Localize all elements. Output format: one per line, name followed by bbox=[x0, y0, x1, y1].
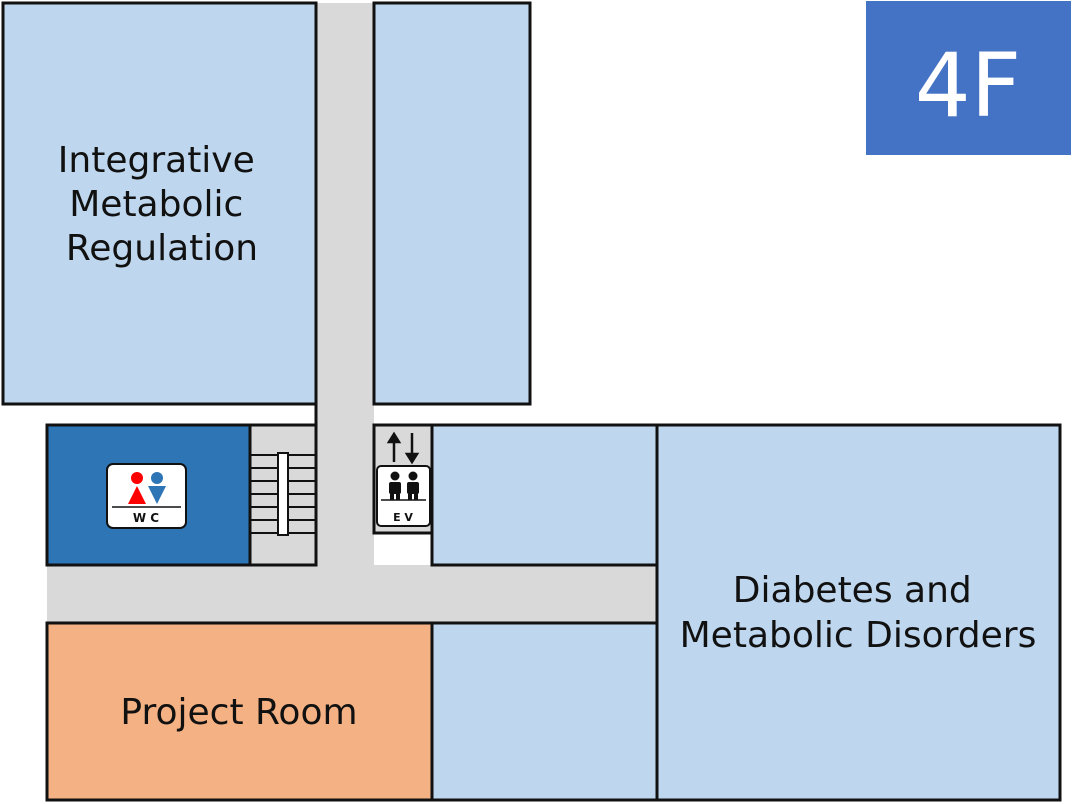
down-arrow-icon bbox=[404, 433, 420, 465]
project-room-label: Project Room bbox=[120, 692, 357, 733]
up-arrow-icon bbox=[386, 431, 402, 462]
elevator-label: E V bbox=[393, 511, 413, 524]
stairs-icon[interactable] bbox=[248, 423, 318, 567]
elevator-sign-icon: E V bbox=[376, 465, 431, 527]
wc-label: W C bbox=[133, 511, 159, 525]
corridor-horizontal bbox=[47, 565, 657, 623]
corridor-vertical bbox=[316, 3, 374, 623]
floor-badge: 4F bbox=[866, 1, 1071, 155]
diabetes-label-line-1: Diabetes and bbox=[733, 570, 972, 611]
elevator[interactable]: E V bbox=[372, 423, 434, 535]
room-upper-lab[interactable] bbox=[372, 1, 532, 406]
room-wc[interactable] bbox=[45, 423, 252, 567]
diabetes-room-label: Diabetes and Metabolic Disorders bbox=[680, 570, 1037, 656]
integrative-label-line-1: Integrative bbox=[58, 140, 255, 181]
room-lab-lower[interactable] bbox=[430, 621, 659, 802]
integrative-label-line-2: Metabolic bbox=[69, 184, 243, 225]
integrative-room-label: Integrative Metabolic Regulation bbox=[58, 140, 266, 269]
integrative-label-line-3: Regulation bbox=[66, 228, 258, 269]
room-diabetes-metabolic-disorders[interactable] bbox=[655, 423, 1062, 802]
diabetes-label-line-2: Metabolic Disorders bbox=[680, 615, 1037, 656]
room-integrative-metabolic-regulation[interactable] bbox=[1, 1, 318, 406]
floor-label: 4F bbox=[915, 34, 1022, 137]
room-lab-middle[interactable] bbox=[430, 423, 659, 567]
wc-sign-icon: W C bbox=[106, 463, 187, 529]
